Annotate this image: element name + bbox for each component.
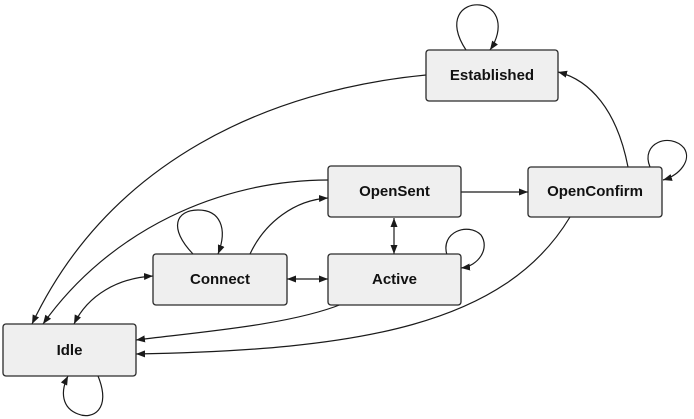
edge-idle-connect bbox=[73, 273, 154, 325]
edge-openconfirm-self bbox=[647, 139, 688, 181]
edge-active-to-idle bbox=[135, 303, 343, 343]
state-active: Active bbox=[327, 253, 462, 306]
state-connect-label: Connect bbox=[190, 271, 250, 288]
state-opensent-label: OpenSent bbox=[359, 183, 430, 200]
edge-openconfirm-to-established bbox=[557, 70, 629, 168]
edge-connect-to-opensent bbox=[249, 195, 329, 255]
edge-openconfirm-to-idle bbox=[135, 216, 571, 358]
edge-connect-self bbox=[176, 209, 225, 255]
edge-established-to-idle bbox=[31, 74, 427, 325]
state-active-label: Active bbox=[372, 271, 417, 288]
state-connect: Connect bbox=[152, 253, 288, 306]
state-idle-label: Idle bbox=[57, 342, 83, 359]
state-opensent: OpenSent bbox=[327, 165, 462, 218]
edge-opensent-to-idle bbox=[42, 179, 329, 325]
edge-active-self bbox=[445, 228, 485, 271]
state-openconfirm: OpenConfirm bbox=[527, 166, 663, 218]
transitions bbox=[31, 4, 688, 417]
state-established: Established bbox=[425, 49, 559, 102]
state-idle: Idle bbox=[2, 323, 137, 377]
edge-established-self bbox=[456, 4, 499, 51]
edge-idle-self bbox=[60, 375, 104, 417]
state-openconfirm-label: OpenConfirm bbox=[547, 183, 643, 200]
state-established-label: Established bbox=[450, 67, 534, 84]
